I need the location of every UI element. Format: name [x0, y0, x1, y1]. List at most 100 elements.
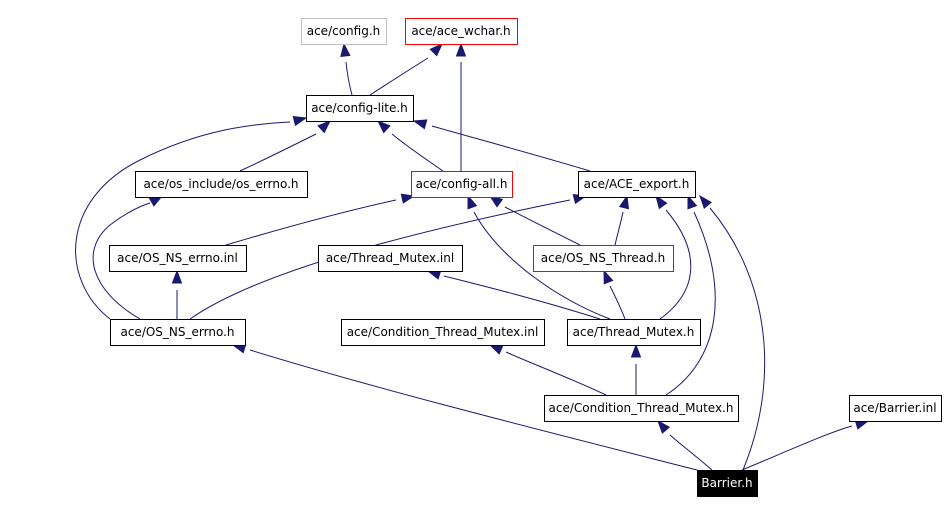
node-box: [405, 18, 518, 45]
edge-line: [609, 285, 626, 320]
node-label: ace/OS_NS_Thread.h: [541, 251, 665, 265]
node-box: [109, 245, 247, 272]
edge-os_errno_inc-to-config_lite: [239, 120, 332, 172]
edge-line: [505, 351, 607, 396]
node-label: ace/OS_NS_errno.h: [120, 325, 234, 339]
edge-thread_mutex_h-to-thread_mutex_inl: [426, 269, 601, 320]
node-box: [135, 171, 308, 198]
node-box: [567, 319, 701, 346]
node-label: ace/Thread_Mutex.inl: [326, 251, 454, 265]
edge-os_ns_errno_h-to-config_lite: [75, 115, 308, 320]
edge-line: [225, 199, 397, 246]
arrowhead: [412, 119, 428, 130]
node-cond-h[interactable]: ace/Condition_Thread_Mutex.h: [544, 395, 739, 422]
node-os-ns-errno-inl[interactable]: ace/OS_NS_errno.inl: [109, 245, 247, 272]
edge-cond_h-to-ace_export: [665, 194, 716, 396]
edge-line: [369, 57, 429, 96]
arrowhead: [317, 120, 332, 134]
node-label: ace/Condition_Thread_Mutex.inl: [347, 325, 539, 339]
arrowhead: [655, 194, 668, 210]
arrowhead: [340, 42, 351, 58]
edge-line: [92, 202, 151, 320]
arrowhead: [292, 115, 308, 127]
node-box: [697, 470, 758, 497]
edge-line: [345, 61, 353, 96]
edge-cond_h-to-cond_inl: [488, 344, 607, 396]
edge-cond_h-to-thread_mutex_h: [630, 343, 642, 395]
node-label: ace/Barrier.inl: [853, 401, 936, 415]
node-box: [301, 18, 387, 45]
node-label: ace/OS_NS_errno.inl: [117, 251, 238, 265]
edge-line: [659, 209, 692, 320]
node-ace-wchar[interactable]: ace/ace_wchar.h: [405, 18, 518, 45]
edge-line: [391, 133, 444, 172]
node-barrier-inl[interactable]: ace/Barrier.inl: [849, 395, 942, 422]
edge-config_lite-to-config_h: [340, 42, 353, 96]
arrowhead: [488, 344, 504, 355]
node-box: [544, 395, 739, 422]
arrowhead: [455, 42, 467, 57]
arrowhead: [400, 193, 416, 204]
node-thread-mutex-inl[interactable]: ace/Thread_Mutex.inl: [318, 245, 463, 272]
node-label: ace/config-lite.h: [311, 101, 408, 115]
node-label: ace/os_include/os_errno.h: [143, 177, 298, 191]
edge-barrier_h-to-barrier_inl: [741, 419, 870, 471]
node-label: ace/Condition_Thread_Mutex.h: [549, 401, 734, 415]
edge-thread_mutex_h-to-os_ns_thread: [603, 269, 626, 320]
node-box: [849, 395, 942, 422]
arrowhead: [699, 194, 713, 209]
node-ace-export[interactable]: ace/ACE_export.h: [578, 171, 696, 198]
arrowhead: [467, 194, 478, 210]
edge-line: [443, 275, 601, 320]
edge-line: [741, 425, 853, 471]
node-label: Barrier.h: [701, 476, 752, 490]
node-config-all[interactable]: ace/config-all.h: [411, 171, 513, 198]
node-os-ns-thread[interactable]: ace/OS_NS_Thread.h: [533, 245, 674, 272]
node-label: ace/config-all.h: [416, 177, 508, 191]
edge-line: [473, 211, 611, 320]
node-box: [341, 319, 545, 346]
arrowhead: [630, 343, 642, 358]
edge-line: [669, 434, 713, 471]
node-box: [306, 95, 414, 122]
edge-thread_mutex_h-to-config_all: [467, 194, 611, 320]
edge-line: [665, 211, 716, 396]
node-cond-inl[interactable]: ace/Condition_Thread_Mutex.inl: [341, 319, 545, 346]
edge-line: [249, 349, 698, 471]
node-box: [578, 171, 696, 198]
node-label: ace/ACE_export.h: [584, 177, 690, 191]
node-box: [110, 319, 246, 346]
edge-barrier_h-to-ace_export: [699, 194, 766, 471]
edge-line: [75, 121, 291, 320]
edge-os_ns_errno_inl-to-config_all: [225, 193, 416, 246]
nodes-layer: ace/config.h ace/ace_wchar.h ace/config-li…: [109, 18, 942, 497]
edge-line: [431, 125, 591, 172]
edge-config_all-to-ace_wchar: [455, 42, 467, 171]
node-config-h[interactable]: ace/config.h: [301, 18, 387, 45]
edge-os_ns_thread-to-ace_export: [614, 194, 630, 246]
node-os-errno-inc[interactable]: ace/os_include/os_errno.h: [135, 171, 308, 198]
edges-layer: [75, 42, 870, 471]
arrowhead: [429, 42, 444, 57]
arrowhead: [687, 194, 698, 210]
edge-os_ns_thread-to-config_all: [488, 195, 581, 246]
arrowhead: [618, 194, 630, 210]
node-label: ace/Thread_Mutex.h: [573, 325, 695, 339]
node-label: ace/ace_wchar.h: [411, 24, 510, 38]
edge-os_ns_errno_h-to-os_ns_errno_inl: [171, 269, 183, 319]
edge-line: [614, 211, 624, 246]
node-config-lite[interactable]: ace/config-lite.h: [306, 95, 414, 122]
node-label: ace/config.h: [307, 24, 381, 38]
arrowhead: [603, 269, 614, 285]
node-thread-mutex-h[interactable]: ace/Thread_Mutex.h: [567, 319, 701, 346]
node-box: [318, 245, 463, 272]
arrowhead: [171, 269, 183, 284]
node-os-ns-errno-h[interactable]: ace/OS_NS_errno.h: [110, 319, 246, 346]
edge-line: [239, 133, 317, 172]
edge-line: [709, 207, 766, 471]
node-box: [411, 171, 513, 198]
edge-config_lite-to-ace_wchar: [369, 42, 444, 96]
edge-ace_export-to-config_lite: [412, 119, 591, 172]
node-barrier-h: Barrier.h: [697, 470, 758, 497]
